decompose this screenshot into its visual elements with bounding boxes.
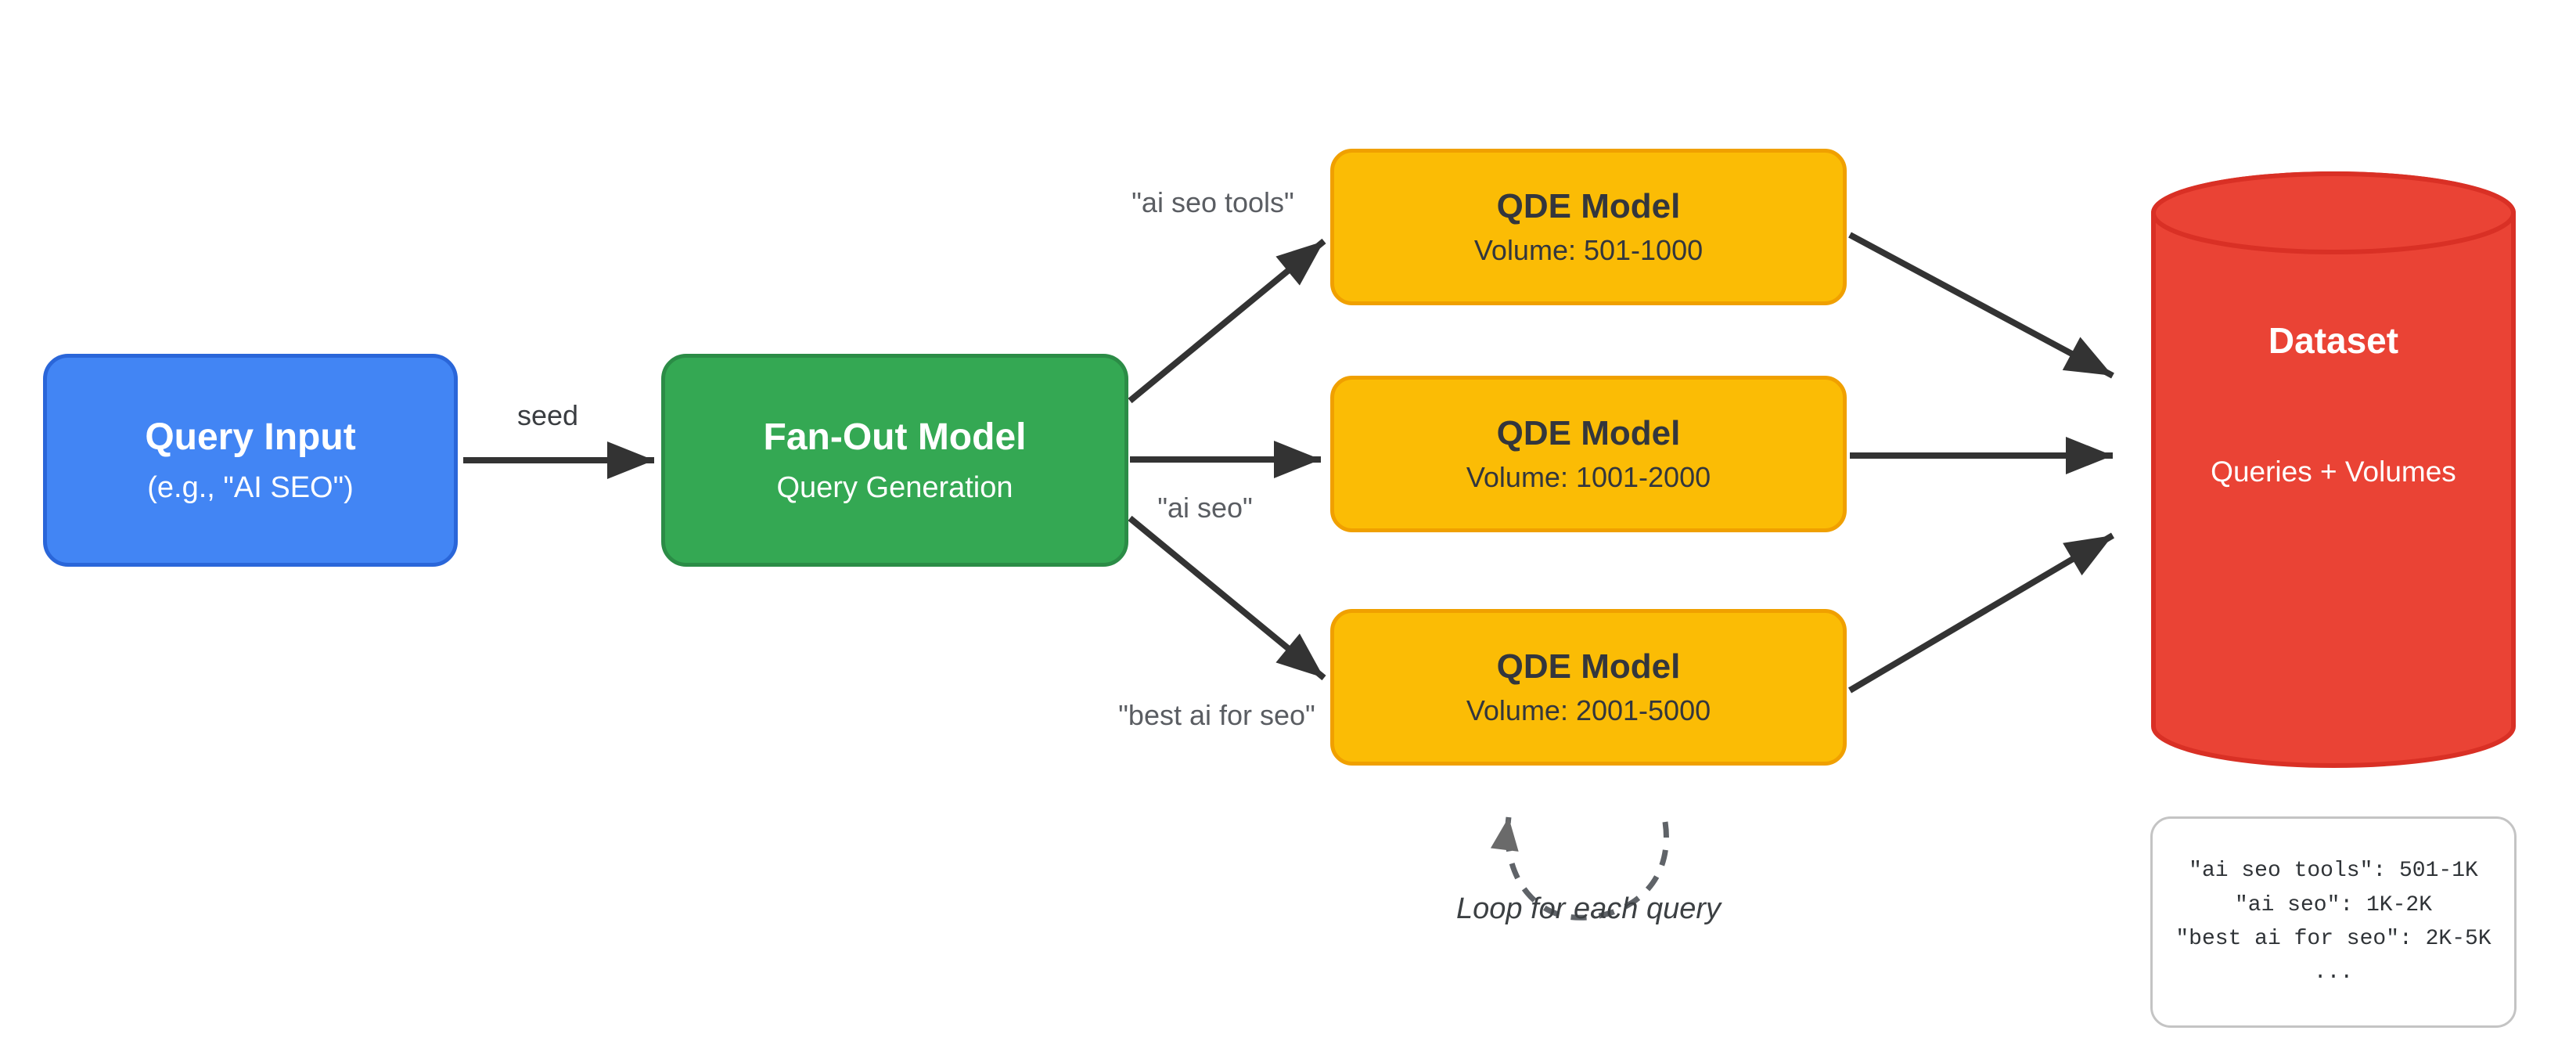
node-query-input: Query Input (e.g., "AI SEO") bbox=[43, 354, 458, 567]
dataset-title: Dataset bbox=[2268, 320, 2399, 361]
edge-qde3-to-dataset bbox=[1847, 532, 2115, 694]
edge-fanout-to-qde1 bbox=[1128, 238, 1326, 404]
query-input-title: Query Input bbox=[145, 416, 356, 458]
qde3-volume: Volume: 2001-5000 bbox=[1466, 694, 1711, 726]
qde2-volume: Volume: 1001-2000 bbox=[1466, 461, 1711, 493]
fan-out-subtitle: Query Generation bbox=[776, 471, 1013, 504]
edge-label-ai-seo: "ai seo" bbox=[1157, 492, 1253, 524]
node-fan-out-model: Fan-Out Model Query Generation bbox=[661, 354, 1128, 567]
edge-label-ai-seo-tools: "ai seo tools" bbox=[1131, 186, 1294, 218]
node-qde-model-2: QDE Model Volume: 1001-2000 bbox=[1330, 376, 1847, 532]
node-qde-model-1: QDE Model Volume: 501-1000 bbox=[1330, 149, 1847, 305]
edge-label-seed: seed bbox=[516, 399, 579, 431]
edge-qde1-to-dataset bbox=[1848, 232, 2114, 379]
sample-line: "ai seo tools": 501-1K bbox=[2189, 859, 2478, 884]
sample-line: ... bbox=[2313, 960, 2354, 986]
sample-line: "best ai for seo": 2K-5K bbox=[2175, 927, 2491, 951]
loop-note: Loop for each query bbox=[1455, 892, 1721, 925]
qde1-title: QDE Model bbox=[1496, 187, 1681, 225]
dataset-cylinder-top bbox=[2151, 171, 2516, 254]
edge-label-best-ai-for-seo: "best ai for seo" bbox=[1118, 699, 1315, 731]
dataset-sample-box: "ai seo tools": 501-1K "ai seo": 1K-2K "… bbox=[2150, 816, 2517, 1028]
qde1-volume: Volume: 501-1000 bbox=[1473, 234, 1704, 266]
edge-fanout-to-qde3 bbox=[1128, 515, 1326, 681]
sample-line: "ai seo": 1K-2K bbox=[2234, 892, 2433, 917]
node-qde-model-3: QDE Model Volume: 2001-5000 bbox=[1330, 609, 1847, 766]
fan-out-title: Fan-Out Model bbox=[763, 416, 1027, 458]
qde3-title: QDE Model bbox=[1496, 647, 1681, 686]
qde2-title: QDE Model bbox=[1496, 414, 1681, 452]
query-input-subtitle: (e.g., "AI SEO") bbox=[147, 471, 354, 504]
dataset-subtitle: Queries + Volumes bbox=[2211, 456, 2456, 488]
